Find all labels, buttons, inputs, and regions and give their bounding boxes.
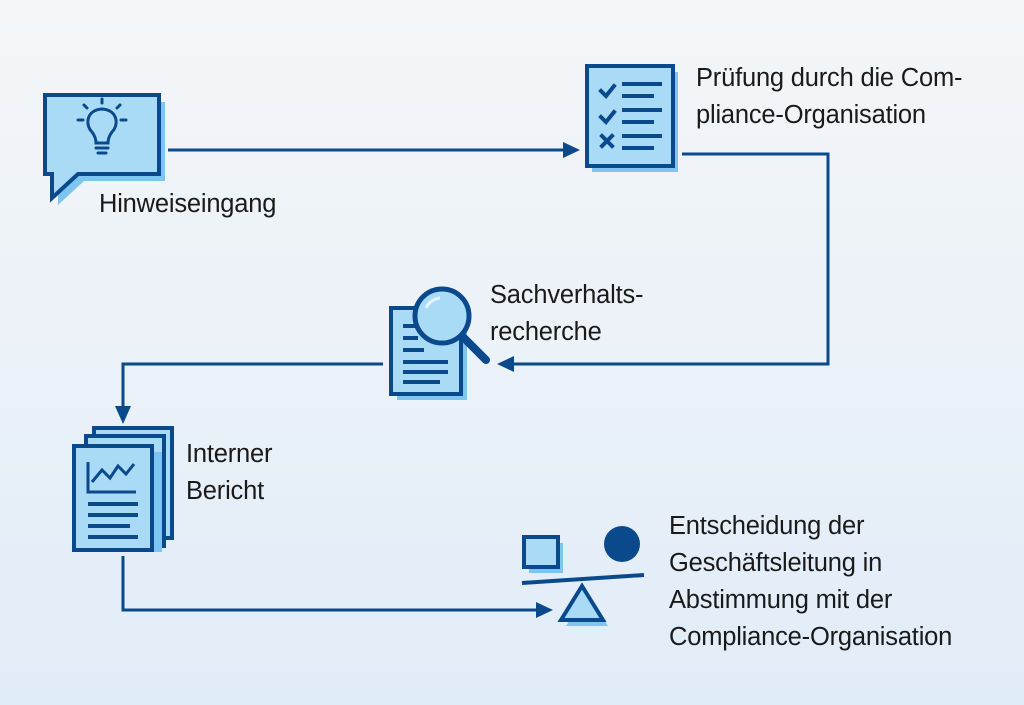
arrow-bericht-to-entscheidung: [121, 556, 538, 612]
label-line: Interner: [186, 440, 273, 468]
document-magnifier-icon: [389, 286, 490, 400]
label-line: Prüfung durch die Com-: [696, 64, 963, 92]
lightbulb-speech-bubble-icon: [43, 93, 165, 205]
arrow-pruefung-to-sachverhalt: [510, 152, 830, 366]
label-line: Abstimmung mit der: [669, 586, 893, 614]
label-hinweiseingang: Hinweiseingang: [99, 186, 276, 223]
arrowhead: [497, 356, 514, 372]
label-line: Entscheidung der: [669, 512, 865, 540]
label-line: pliance-Organisation: [696, 101, 926, 129]
label-entscheidung: Entscheidung der Geschäftsleitung in Abs…: [669, 508, 952, 656]
report-stack-chart-icon: [72, 426, 174, 552]
label-line: Bericht: [186, 477, 264, 505]
label-line: Geschäftsleitung in: [669, 549, 883, 577]
label-line: Sachverhalts-: [490, 281, 644, 309]
arrow-sachverhalt-to-bericht: [121, 362, 383, 412]
checklist-icon: [585, 64, 678, 172]
label-line: Compliance-Organisation: [669, 623, 953, 651]
arrowhead: [536, 602, 553, 618]
arrowhead: [563, 142, 580, 158]
label-line: Hinweiseingang: [99, 190, 277, 218]
label-pruefung: Prüfung durch die Com- pliance-Organisat…: [696, 60, 963, 134]
label-line: recherche: [490, 318, 602, 346]
arrowhead: [115, 406, 131, 424]
label-sachverhalt: Sachverhalts- recherche: [490, 277, 644, 351]
balance-scale-icon: [521, 526, 645, 626]
label-bericht: Interner Bericht: [186, 436, 272, 510]
